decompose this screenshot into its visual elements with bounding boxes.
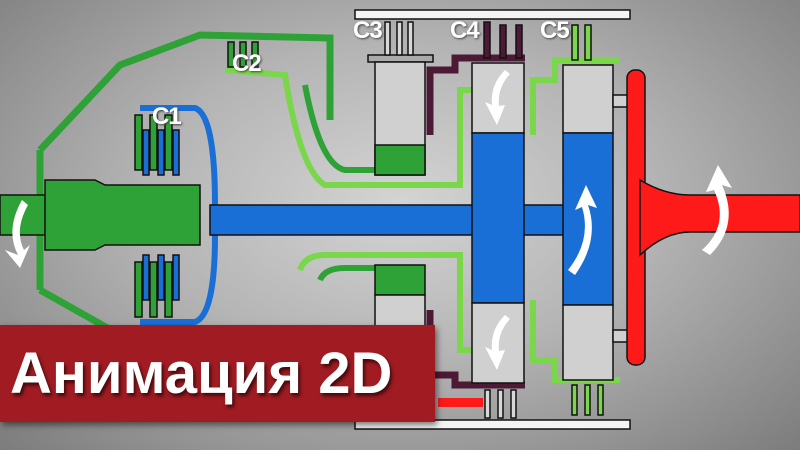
planetary-1	[471, 132, 525, 304]
c2-drum	[224, 67, 525, 188]
housing-bottom	[354, 419, 631, 430]
rotation-arrow-icon	[568, 185, 597, 275]
clutch-label-c2: C2	[232, 50, 262, 77]
banner-title: Анимация 2D	[10, 341, 393, 406]
rotation-arrow-icon	[485, 70, 510, 125]
housing-top	[354, 9, 631, 20]
clutch-label-c3: C3	[353, 17, 383, 44]
clutch-label-c5: C5	[540, 17, 570, 44]
rotation-arrow-icon	[702, 165, 732, 255]
c1-drum	[140, 105, 218, 325]
input-drum	[37, 31, 334, 153]
rotation-arrow-icon	[485, 315, 510, 370]
c4-brake	[426, 54, 525, 135]
input-hub	[44, 179, 201, 251]
clutch-label-c4: C4	[450, 17, 480, 44]
rotation-arrow-icon	[5, 200, 30, 268]
clutch-label-c1: C1	[152, 103, 182, 130]
title-banner: Анимация 2D	[0, 325, 435, 422]
